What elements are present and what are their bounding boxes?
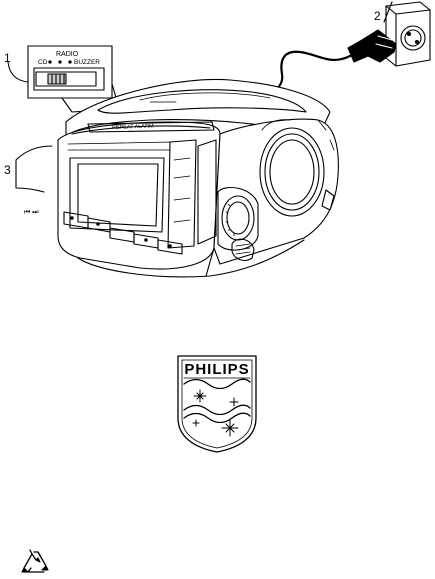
switch-label-buzzer: BUZZER: [74, 59, 100, 66]
switch-label-cd: CD: [38, 59, 48, 66]
switch-title: RADIO: [56, 51, 79, 58]
callout-2: 2: [374, 9, 381, 23]
repeat-alarm-label: REPEAT ALARM: [112, 124, 154, 131]
callout-3: 3: [4, 163, 11, 177]
prev-next-label: ⏮ ⏭: [24, 209, 39, 216]
philips-wordmark: PHILIPS: [184, 361, 249, 378]
callout-1: 1: [4, 51, 11, 65]
